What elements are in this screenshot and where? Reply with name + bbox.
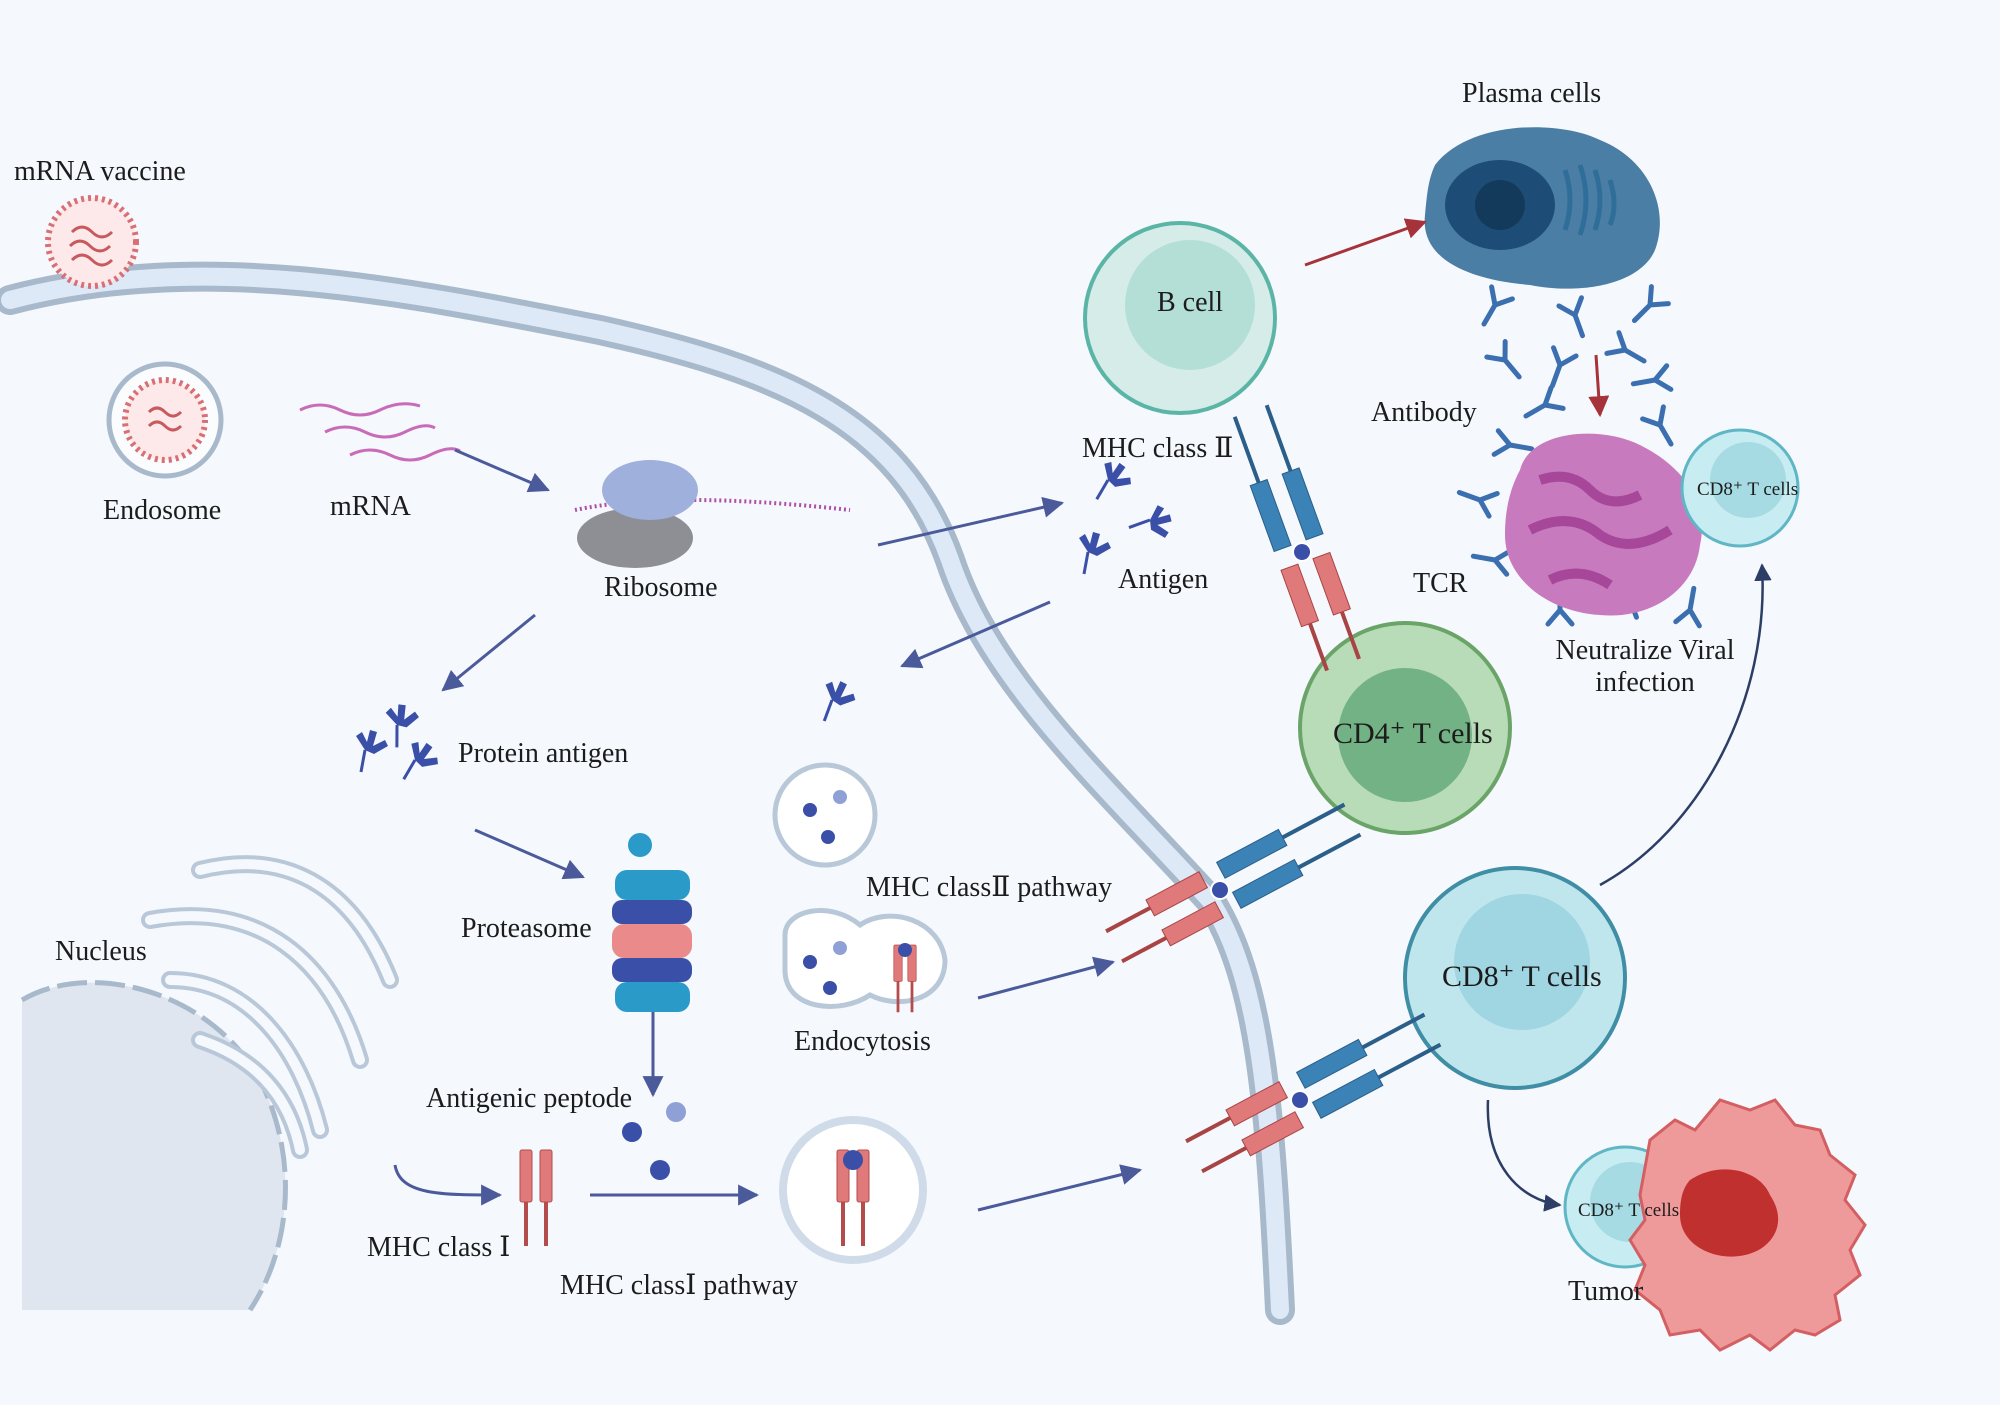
cd8-t-cell [1403, 866, 1627, 1090]
tumor-cell [1628, 1098, 1867, 1352]
cd4-t-cell [1298, 621, 1512, 835]
b-cell-label: B cell [1157, 287, 1224, 318]
activation-arrows [1304, 218, 1772, 1212]
endosome-label: Endosome [103, 495, 222, 526]
cd8-small-virus-label: CD8⁺ T cells [1697, 479, 1799, 500]
plasma-cell [1424, 127, 1660, 289]
antibody-label: Antibody [1371, 397, 1477, 428]
tcr-label: TCR [1413, 568, 1468, 599]
mhc-i-vesicle [779, 1116, 927, 1264]
antigenic-peptide-label: Antigenic peptode [426, 1083, 633, 1114]
mhc-class-ii-label: MHC class Ⅱ [1082, 433, 1234, 464]
mhc-class-i-label: MHC class Ⅰ [367, 1232, 511, 1263]
cd4-t-cells-label: CD4⁺ T cells [1333, 717, 1493, 750]
tcr-mhc-ii-complex-bcell [1224, 400, 1370, 676]
b-cell [1083, 221, 1277, 415]
nucleus-label: Nucleus [55, 936, 147, 967]
endocytosis-label: Endocytosis [794, 1026, 931, 1057]
tcr-mhc-i-complex-cd8 [1182, 1007, 1445, 1180]
neutralize-label-line2: infection [1595, 667, 1695, 698]
neutralize-label-line1: Neutralize Viral [1555, 635, 1735, 666]
protein-antigen-cluster [354, 699, 445, 791]
mrna-vaccine-label: mRNA vaccine [14, 156, 186, 187]
cell-membrane [0, 261, 1295, 1325]
ribosome-label: Ribosome [604, 572, 718, 603]
mrna-label: mRNA [330, 491, 411, 522]
endosome [106, 361, 224, 479]
mhc-class-i-pathway-label: MHC classⅠ pathway [560, 1270, 799, 1301]
cd8-cell-virus [1680, 428, 1800, 548]
mrna-strands [299, 402, 461, 462]
cd8-t-cells-label: CD8⁺ T cells [1442, 960, 1602, 993]
antigen-label: Antigen [1118, 564, 1209, 595]
mrna-vaccine-particle [45, 195, 139, 289]
tumor-label: Tumor [1568, 1276, 1644, 1307]
endocytosis-vesicle [782, 908, 948, 1014]
mhc-ii-vesicle [772, 762, 878, 868]
nucleus [20, 980, 288, 1312]
pathway-arrows [393, 448, 1143, 1212]
mhc-class-i-molecule [518, 1148, 554, 1248]
proteasome [612, 833, 692, 1012]
mhc-class-ii-pathway-label: MHC classⅡ pathway [866, 872, 1113, 903]
proteasome-label: Proteasome [461, 913, 592, 944]
cd8-small-tumor-label: CD8⁺ T cells [1578, 1200, 1680, 1221]
protein-antigen-label: Protein antigen [458, 738, 629, 769]
ribosome [574, 460, 851, 568]
plasma-cells-label: Plasma cells [1462, 78, 1602, 109]
virus-particle [1505, 433, 1702, 616]
antigenic-peptides [622, 1102, 686, 1180]
